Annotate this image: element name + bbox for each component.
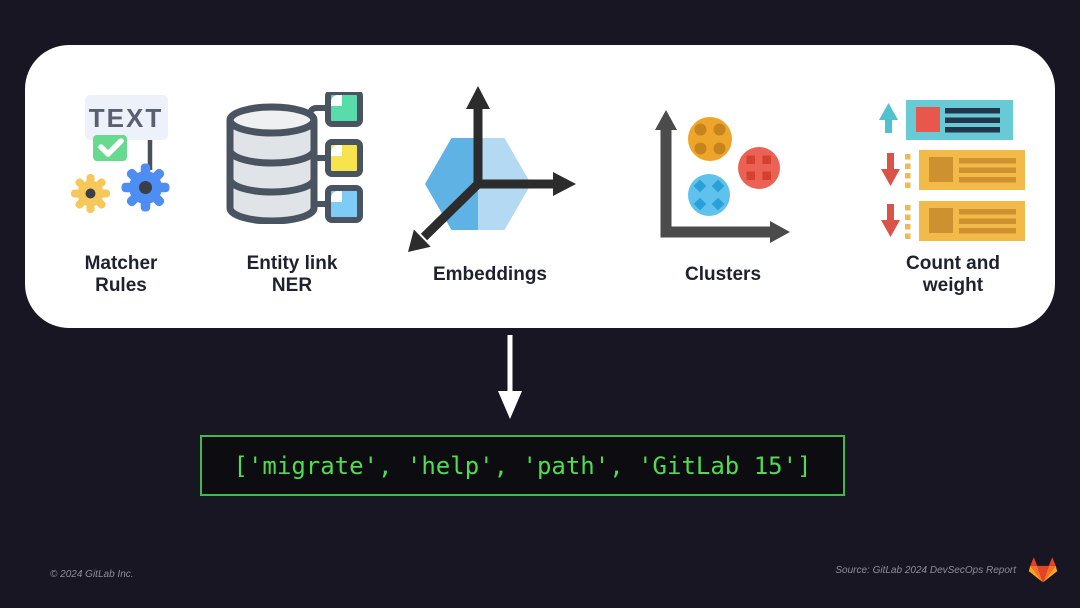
step-label: Embeddings [432, 264, 547, 285]
database-entities-icon [226, 92, 363, 224]
icon-text-label: TEXT [89, 103, 163, 133]
pipeline-card: TEXT [25, 45, 1055, 328]
code-output-text: ['migrate', 'help', 'path', 'GitLab 15'] [233, 451, 812, 480]
down-arrow-icon [498, 335, 522, 419]
pipeline-step-count-and-weight: Count and weight [868, 63, 1038, 297]
ranked-list-icon [879, 100, 1025, 241]
pipeline-step-embeddings: Embeddings [385, 63, 595, 297]
scatter-clusters-icon [655, 110, 790, 243]
row-down-2 [881, 201, 1025, 241]
blue-gear-icon [121, 163, 170, 212]
row-up [879, 100, 1013, 140]
step-label: Entity link NER [246, 253, 338, 296]
row-down-1 [881, 150, 1025, 190]
footer-right: Source: GitLab 2024 DevSecOps Report [835, 556, 1058, 584]
pipeline-step-clusters: Clusters [643, 63, 803, 297]
vector-space-cube-icon [407, 86, 576, 252]
pipeline-step-entity-link-ner: Entity link NER [212, 63, 372, 297]
yellow-gear-icon [71, 174, 110, 213]
gitlab-tanuki-logo-icon [1028, 557, 1058, 583]
code-output-box: ['migrate', 'help', 'path', 'GitLab 15'] [200, 435, 845, 496]
step-label: Matcher Rules [84, 253, 158, 296]
source-text: Source: GitLab 2024 DevSecOps Report [835, 564, 1016, 576]
pipeline-step-matcher-rules: TEXT [27, 63, 215, 297]
step-label: Clusters [684, 264, 762, 285]
copyright-text: © 2024 GitLab Inc. [50, 569, 134, 580]
text-rules-gears-icon: TEXT [71, 95, 170, 213]
step-label: Count and weight [906, 253, 1000, 296]
